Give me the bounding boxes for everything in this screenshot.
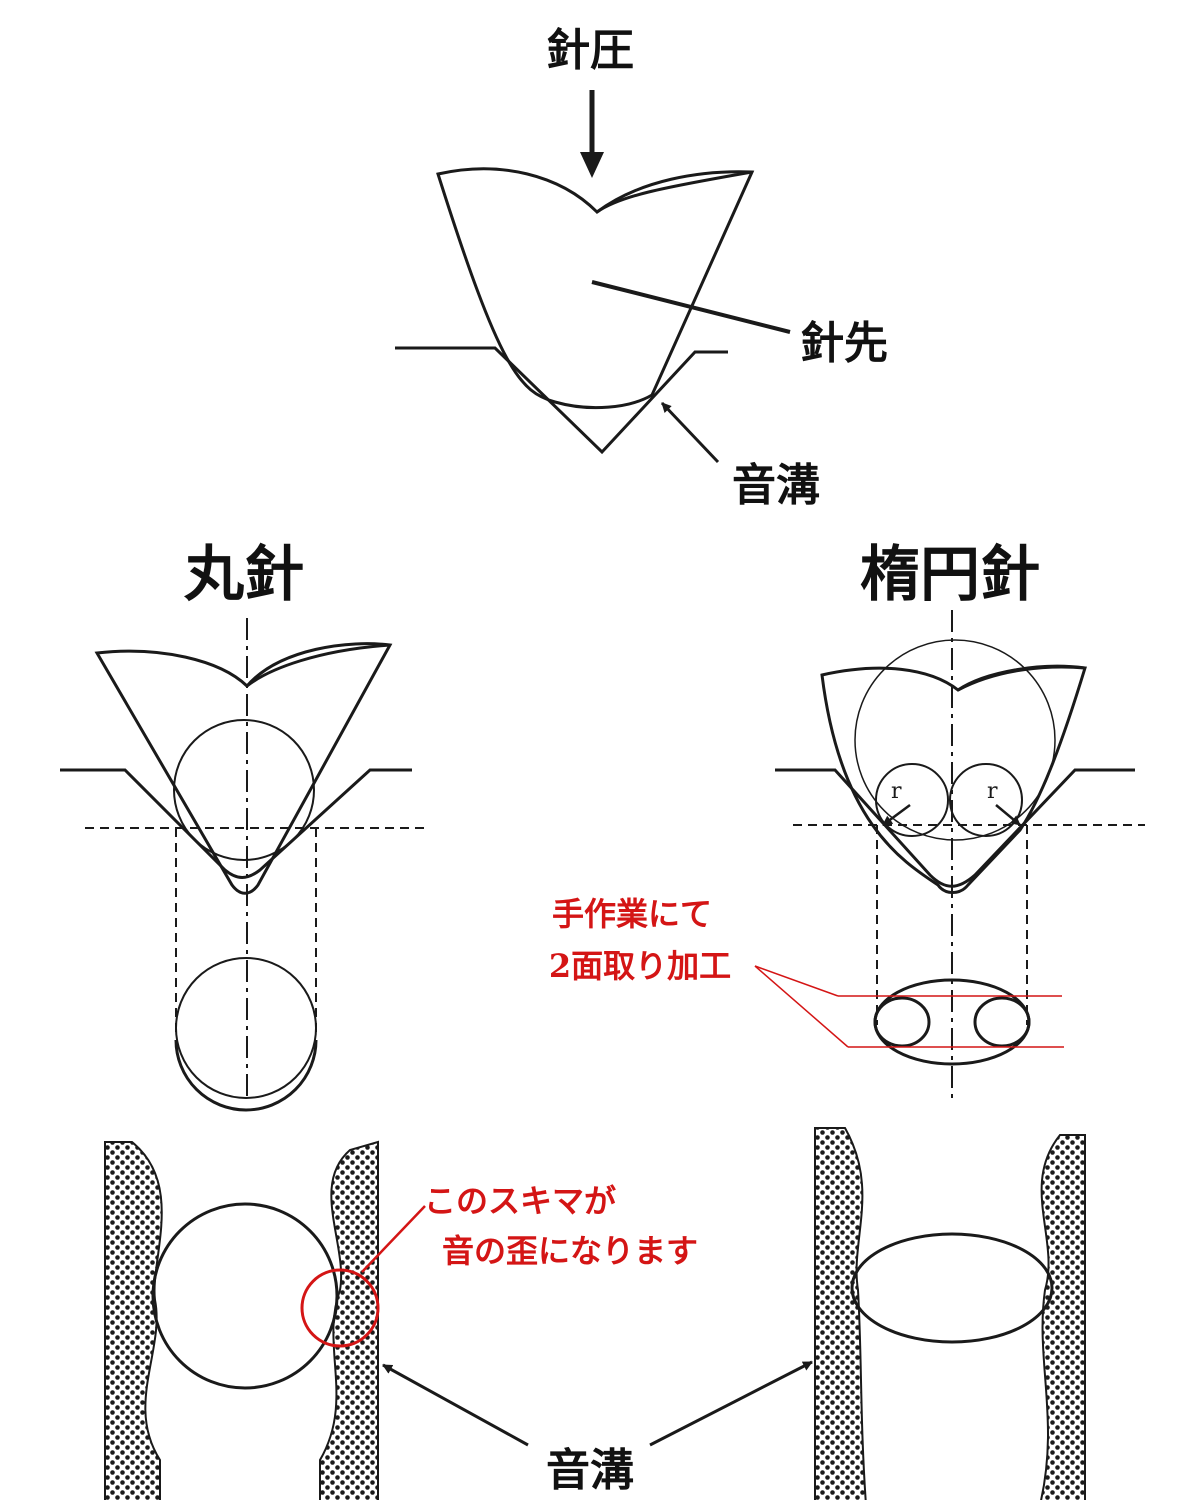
stylus-pressure-label: 針圧 <box>546 25 634 76</box>
elliptical-body-circle <box>854 639 1056 841</box>
groove-top-label: 音溝 <box>732 460 820 511</box>
elliptical-groove-closeup <box>814 1127 1086 1500</box>
elliptical-stylus-outline <box>820 665 1087 894</box>
handwork-bottom-leader <box>754 965 849 1048</box>
round-stylus-title: 丸針 <box>183 540 304 610</box>
round-section-bottom-arc <box>174 1039 318 1112</box>
elliptical-groove-left-wall <box>814 1127 867 1500</box>
groove-top-arrow <box>660 401 720 464</box>
round-stylus-diagram: 丸針 <box>60 540 430 1112</box>
handwork-line1-label: 手作業にて <box>552 895 712 933</box>
handwork-top-leader <box>754 965 839 997</box>
handwork-line2-label: 2面取り加工 <box>549 947 731 985</box>
gap-callout-leader <box>361 1205 426 1273</box>
right-contact-radius-circle <box>949 763 1023 837</box>
round-stylus-outline <box>94 642 393 895</box>
elliptical-stylus-ridge <box>957 664 1086 692</box>
gap-highlight-circle <box>300 1268 380 1348</box>
round-stylus-in-groove <box>151 1202 339 1390</box>
groove-bottom-arrow-right <box>649 1360 813 1447</box>
round-groove-profile <box>60 768 412 879</box>
handwork-callout: 手作業にて 2面取り加工 <box>549 895 1064 1048</box>
elliptical-section-left-facet <box>873 996 931 1048</box>
top-groove-profile <box>395 346 728 455</box>
elliptical-stylus-in-groove <box>850 1232 1054 1344</box>
round-groove-closeup: このスキマが 音の歪になります <box>104 1140 698 1500</box>
round-stylus-tip-circle <box>173 719 315 861</box>
gap-line1-label: このスキマが <box>424 1182 616 1220</box>
left-contact-radius-circle <box>875 763 949 837</box>
radius-left-arrow <box>882 803 911 827</box>
top-stylus-diagram: 針圧 針先 音溝 <box>395 25 888 511</box>
round-section-circle <box>175 957 317 1099</box>
top-stylus-ridge <box>596 170 753 214</box>
groove-bottom-annotation: 音溝 <box>382 1360 813 1496</box>
stylus-tip-label: 針先 <box>800 318 888 369</box>
radius-left-label: r <box>891 779 902 804</box>
groove-bottom-label: 音溝 <box>546 1445 634 1496</box>
top-stylus-outline <box>436 167 755 410</box>
elliptical-section-right-facet <box>973 996 1031 1048</box>
round-stylus-ridge <box>246 643 391 688</box>
radius-right-arrow <box>995 804 1021 826</box>
elliptical-stylus-diagram: 楕円針 r r 手作業にて 2面取り加工 <box>549 540 1145 1098</box>
elliptical-groove-right-wall <box>1040 1134 1086 1500</box>
round-groove-right-wall <box>319 1140 379 1500</box>
stylus-tip-leader <box>591 280 791 334</box>
elliptical-groove-profile <box>775 768 1135 888</box>
stylus-pressure-arrow <box>580 90 604 178</box>
round-groove-left-wall <box>104 1141 163 1500</box>
radius-right-label: r <box>987 779 998 804</box>
gap-line2-label: 音の歪になります <box>442 1232 698 1270</box>
groove-bottom-arrow-left <box>382 1363 529 1447</box>
elliptical-stylus-title: 楕円針 <box>860 540 1040 610</box>
